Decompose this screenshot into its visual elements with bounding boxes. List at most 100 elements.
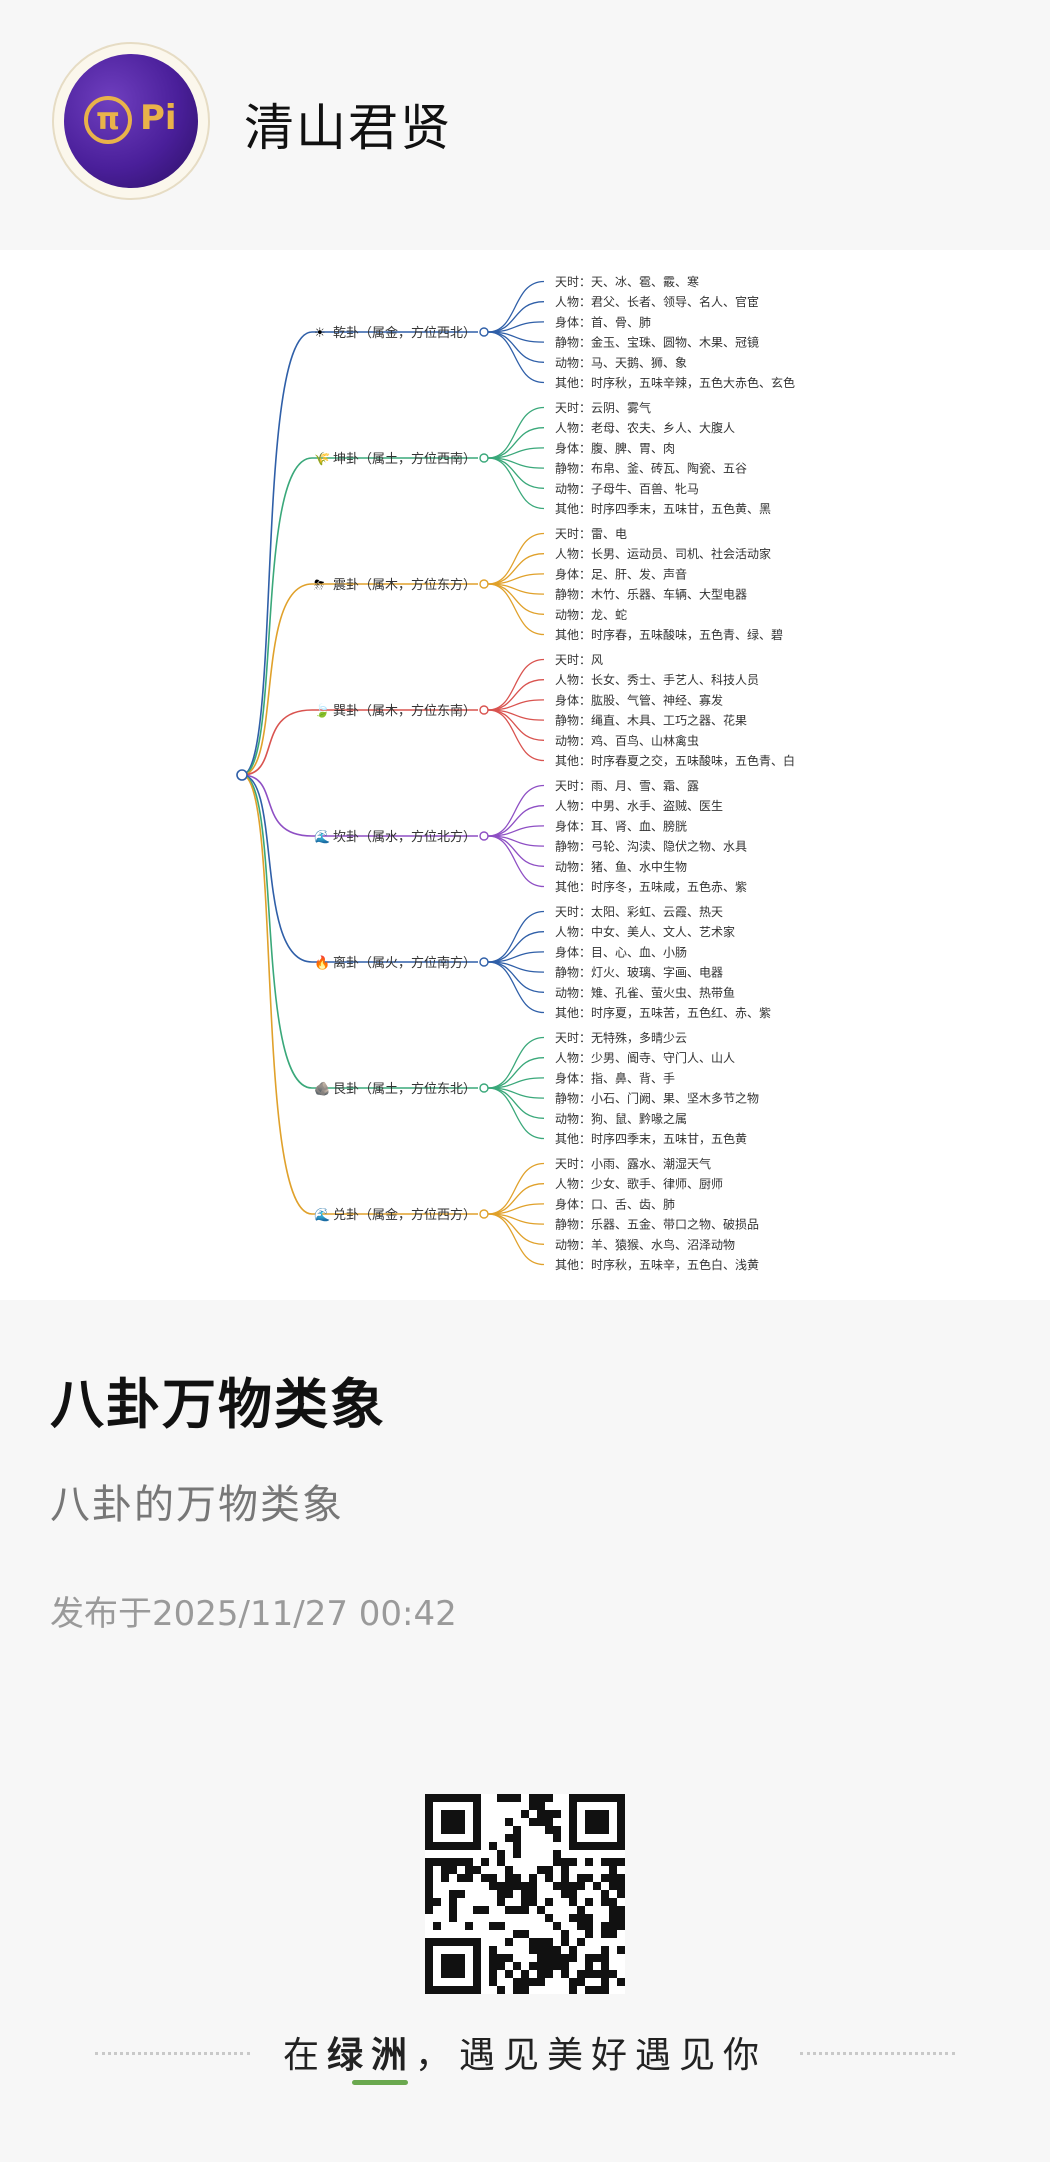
qr-module bbox=[529, 1962, 537, 1970]
qr-module bbox=[577, 1874, 585, 1882]
qr-module bbox=[601, 1922, 609, 1930]
leaf-text: 其他：时序春，五味酸味，五色青、绿、碧 bbox=[555, 627, 783, 642]
qr-module bbox=[609, 1874, 617, 1882]
qr-module bbox=[545, 1826, 553, 1834]
qr-module bbox=[561, 1874, 569, 1882]
qr-module bbox=[577, 1938, 585, 1946]
qr-module bbox=[601, 1946, 609, 1954]
leaf-text: 静物：金玉、宝珠、圆物、木果、冠镜 bbox=[555, 335, 759, 350]
leaf-text: 天时：风 bbox=[555, 653, 603, 667]
qr-module bbox=[449, 1866, 457, 1874]
qr-module bbox=[489, 1882, 497, 1890]
leaf-link bbox=[487, 784, 545, 837]
qr-module bbox=[593, 1882, 601, 1890]
qr-module bbox=[537, 1946, 545, 1954]
qr-module bbox=[609, 1906, 617, 1914]
qr-module bbox=[489, 1970, 497, 1978]
qr-module bbox=[441, 1810, 465, 1834]
leaf-text: 其他：时序四季末，五味甘，五色黄 bbox=[555, 1131, 747, 1146]
qr-module bbox=[553, 1946, 561, 1954]
leaf-text: 人物：少男、阍寺、守门人、山人 bbox=[555, 1050, 735, 1065]
qr-module bbox=[537, 1794, 545, 1802]
branch-icon: 🔥 bbox=[314, 955, 330, 971]
leaf-text: 人物：君父、长者、领导、名人、官宦 bbox=[555, 294, 759, 309]
leaf-text: 动物：子母牛、百兽、牝马 bbox=[555, 481, 699, 496]
leaf-link bbox=[487, 457, 545, 510]
leaf-link bbox=[487, 910, 545, 963]
qr-module bbox=[537, 1938, 545, 1946]
leaf-text: 其他：时序夏，五味苦，五色红、赤、紫 bbox=[555, 1005, 771, 1020]
author-name[interactable]: 清山君贤 bbox=[244, 99, 452, 157]
leaf-link bbox=[487, 961, 545, 1014]
branch-label: 兑卦（属金，方位西方） bbox=[333, 1207, 476, 1223]
qr-module bbox=[545, 1914, 553, 1922]
qr-module bbox=[457, 1858, 465, 1866]
qr-module bbox=[569, 1858, 577, 1866]
qr-module bbox=[545, 1874, 553, 1882]
qr-module bbox=[473, 1866, 481, 1874]
leaf-text: 人物：长女、秀士、手艺人、科技人员 bbox=[555, 672, 759, 687]
qr-module bbox=[585, 1986, 593, 1994]
slogan-brand[interactable]: 绿洲 bbox=[326, 2035, 415, 2076]
qr-module bbox=[505, 1866, 513, 1874]
leaf-text: 身体：指、鼻、背、手 bbox=[555, 1070, 675, 1085]
leaf-text: 人物：少女、歌手、律师、厨师 bbox=[555, 1176, 723, 1191]
qr-module bbox=[481, 1858, 489, 1866]
qr-module bbox=[609, 1914, 617, 1922]
leaf-link bbox=[487, 331, 545, 384]
qr-module bbox=[617, 1882, 625, 1890]
qr-module bbox=[585, 1810, 609, 1834]
qr-module bbox=[609, 1882, 617, 1890]
qr-module bbox=[617, 1914, 625, 1922]
qr-module bbox=[577, 1906, 585, 1914]
mindmap-root-link bbox=[241, 457, 313, 776]
leaf-text: 静物：小石、门阙、果、坚木多节之物 bbox=[555, 1091, 759, 1106]
qr-module bbox=[425, 1906, 433, 1914]
qr-module bbox=[513, 1842, 521, 1850]
qr-module bbox=[481, 1874, 489, 1882]
leaf-text: 静物：灯火、玻璃、字画、电器 bbox=[555, 965, 723, 980]
mindmap-root-link bbox=[241, 583, 313, 776]
article-subtitle: 八卦的万物类象 bbox=[50, 1482, 344, 1528]
qr-code[interactable] bbox=[425, 1794, 625, 1994]
qr-module bbox=[529, 1794, 537, 1802]
qr-module bbox=[441, 1954, 465, 1978]
qr-module bbox=[537, 1978, 545, 1986]
qr-module bbox=[529, 1898, 537, 1906]
qr-module bbox=[545, 1970, 553, 1978]
qr-module bbox=[617, 1906, 625, 1914]
mindmap-root-link bbox=[241, 774, 313, 1215]
mindmap-root-link bbox=[241, 709, 313, 776]
qr-module bbox=[601, 1890, 609, 1898]
qr-module bbox=[593, 1986, 601, 1994]
branch-icon: 🪨 bbox=[314, 1081, 330, 1097]
branch-node bbox=[479, 1209, 489, 1219]
mindmap-diagram: ☀乾卦（属金，方位西北）天时：天、冰、雹、霰、寒人物：君父、长者、领导、名人、官… bbox=[236, 274, 795, 1272]
qr-module bbox=[545, 1898, 553, 1906]
avatar[interactable]: π Pi bbox=[52, 42, 210, 200]
leaf-text: 动物：龙、蛇 bbox=[555, 607, 627, 622]
qr-module bbox=[489, 1922, 497, 1930]
qr-module bbox=[529, 1874, 537, 1882]
leaf-text: 其他：时序冬，五味咸，五色赤、紫 bbox=[555, 879, 747, 894]
qr-module bbox=[569, 1986, 577, 1994]
qr-module bbox=[601, 1858, 609, 1866]
qr-module bbox=[497, 1850, 505, 1858]
leaf-link bbox=[487, 709, 545, 762]
leaf-text: 动物：羊、猿猴、水鸟、沼泽动物 bbox=[555, 1237, 735, 1252]
qr-module bbox=[545, 1794, 553, 1802]
mindmap-image[interactable]: ☀乾卦（属金，方位西北）天时：天、冰、雹、霰、寒人物：君父、长者、领导、名人、官… bbox=[0, 250, 1050, 1300]
qr-module bbox=[553, 1826, 561, 1834]
qr-module bbox=[521, 1810, 529, 1818]
branch-label: 艮卦（属土，方位东北） bbox=[333, 1081, 476, 1097]
branch-label: 巽卦（属木，方位东南） bbox=[333, 703, 476, 719]
qr-module bbox=[569, 1898, 577, 1906]
qr-module bbox=[545, 1938, 553, 1946]
qr-module bbox=[425, 1898, 433, 1906]
leaf-text: 动物：鸡、百鸟、山林禽虫 bbox=[555, 733, 699, 748]
qr-module bbox=[489, 1978, 497, 1986]
leaf-text: 静物：乐器、五金、带口之物、破损品 bbox=[555, 1217, 759, 1232]
qr-module bbox=[513, 1986, 521, 1994]
qr-module bbox=[465, 1922, 473, 1930]
qr-module bbox=[537, 1970, 545, 1978]
